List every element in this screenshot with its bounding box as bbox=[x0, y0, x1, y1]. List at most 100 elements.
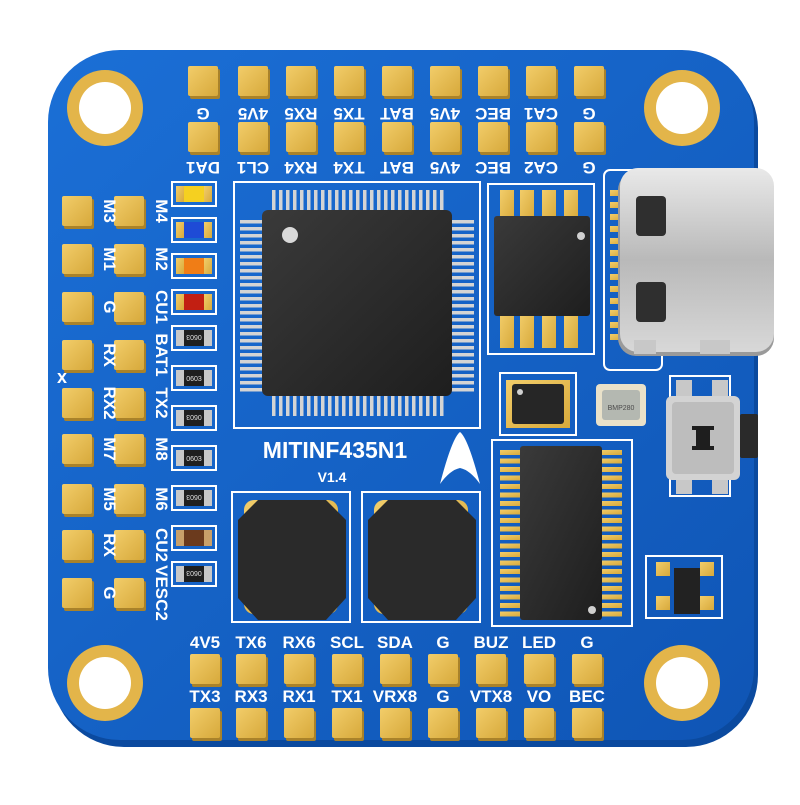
left-label-inner: CU1 bbox=[152, 290, 171, 324]
left-label-inner: TX2 bbox=[152, 387, 171, 418]
led-orange bbox=[171, 253, 217, 279]
bottom-pad-row2-3 bbox=[332, 708, 364, 741]
bottom-pad-row2-8 bbox=[572, 708, 604, 741]
left-label-outer: RX bbox=[100, 533, 119, 557]
bottom-label-row2: VO bbox=[527, 687, 552, 706]
usb-c-port-icon bbox=[603, 168, 774, 371]
bottom-pad-row2-4 bbox=[380, 708, 412, 741]
top-label-row2: BEC bbox=[475, 158, 511, 177]
bottom-label-row2: BEC bbox=[569, 687, 605, 706]
bottom-pad-row1-4 bbox=[380, 654, 412, 687]
left-label-outer: RX bbox=[100, 343, 119, 367]
bottom-pad-row2-1 bbox=[236, 708, 268, 741]
gyro-chip bbox=[499, 372, 577, 436]
left-pad-inner-2 bbox=[114, 292, 146, 325]
bottom-label-row2: G bbox=[436, 687, 449, 706]
left-pad-outer-0 bbox=[62, 196, 94, 229]
bottom-label-row2: VTX8 bbox=[470, 687, 513, 706]
left-pad-inner-4 bbox=[114, 388, 146, 421]
left-pad-inner-0 bbox=[114, 196, 146, 229]
resistor-code: 0603 bbox=[186, 569, 202, 576]
left-label-outer: M7 bbox=[100, 437, 119, 461]
top-label-row2: G bbox=[582, 158, 595, 177]
top-label-row1: 4V5 bbox=[430, 104, 460, 123]
resistor-code: 0603 bbox=[186, 456, 202, 463]
bottom-pad-row2-5 bbox=[428, 708, 460, 741]
top-pad-row2-0 bbox=[188, 122, 220, 155]
left-pad-outer-6 bbox=[62, 484, 94, 517]
board-name: MITINF435N1 bbox=[263, 437, 408, 463]
bottom-label-row2: VRX8 bbox=[373, 687, 417, 706]
left-label-inner: M2 bbox=[152, 247, 171, 271]
bottom-pad-row1-1 bbox=[236, 654, 268, 687]
led-red bbox=[171, 289, 217, 315]
top-label-row1: BEC bbox=[475, 104, 511, 123]
mounting-holes bbox=[67, 70, 720, 721]
left-label-outer: M5 bbox=[100, 487, 119, 511]
bottom-label-row1: SCL bbox=[330, 633, 364, 652]
board-version: V1.4 bbox=[318, 469, 347, 485]
bottom-label-row1: G bbox=[436, 633, 449, 652]
bottom-pad-row2-6 bbox=[476, 708, 508, 741]
left-label-outer: RX2 bbox=[100, 386, 119, 419]
pin1-marker bbox=[282, 227, 298, 243]
left-label-outer: G bbox=[100, 586, 119, 599]
mcu-chip bbox=[233, 181, 481, 429]
inductor-left bbox=[231, 491, 351, 623]
bottom-pad-row2-7 bbox=[524, 708, 556, 741]
bottom-pad-row1-8 bbox=[572, 654, 604, 687]
top-pad-row1-6 bbox=[478, 66, 510, 99]
barometer-marking: BMP280 bbox=[608, 405, 635, 412]
bottom-label-row1: SDA bbox=[377, 633, 413, 652]
bottom-pad-row2-0 bbox=[190, 708, 222, 741]
top-label-row2: TX4 bbox=[333, 158, 365, 177]
left-label-inner: BAT1 bbox=[152, 333, 171, 376]
mounting-hole-top-right bbox=[644, 70, 720, 146]
bottom-pad-row1-0 bbox=[190, 654, 222, 687]
capacitor bbox=[171, 525, 217, 551]
left-pad-outer-8 bbox=[62, 578, 94, 611]
top-pad-row2-3 bbox=[334, 122, 366, 155]
bottom-pad-row1-2 bbox=[284, 654, 316, 687]
bottom-label-row1: RX6 bbox=[282, 633, 315, 652]
top-label-row2: DA1 bbox=[186, 158, 220, 177]
top-pad-row1-7 bbox=[526, 66, 558, 99]
boot-button-icon bbox=[666, 375, 758, 497]
bottom-label-row2: RX3 bbox=[234, 687, 267, 706]
top-pad-row1-3 bbox=[334, 66, 366, 99]
mounting-hole-top-left bbox=[67, 70, 143, 146]
top-pad-row2-4 bbox=[382, 122, 414, 155]
resistor: 0603 bbox=[171, 485, 217, 511]
top-pad-row2-7 bbox=[526, 122, 558, 155]
top-pad-row2-2 bbox=[286, 122, 318, 155]
top-label-row2: CA2 bbox=[524, 158, 558, 177]
top-label-row1: TX5 bbox=[333, 104, 364, 123]
top-label-row2: 4V5 bbox=[430, 158, 460, 177]
top-label-row1: RX5 bbox=[284, 104, 317, 123]
left-mark: x bbox=[57, 367, 67, 387]
left-label-inner: M6 bbox=[152, 487, 171, 511]
left-pad-outer-4 bbox=[62, 388, 94, 421]
bottom-label-row1: G bbox=[580, 633, 593, 652]
top-label-row1: 4V5 bbox=[238, 104, 268, 123]
bottom-pad-row1-7 bbox=[524, 654, 556, 687]
osd-chip bbox=[491, 439, 633, 627]
bottom-label-row1: BUZ bbox=[474, 633, 509, 652]
bottom-pad-row1-5 bbox=[428, 654, 460, 687]
inductor-right bbox=[361, 491, 481, 623]
top-pad-row1-0 bbox=[188, 66, 220, 99]
resistor: 0603 bbox=[171, 325, 217, 351]
bottom-label-row1: 4V5 bbox=[190, 633, 220, 652]
bottom-label-row2: TX3 bbox=[189, 687, 220, 706]
resistor: 0603 bbox=[171, 365, 217, 391]
resistor: 0603 bbox=[171, 445, 217, 471]
left-label-inner: M8 bbox=[152, 437, 171, 461]
left-pad-columns: M3M1GRXRX2M7M5RXGM4M2CU1BAT1TX2M8M6CU2VE… bbox=[62, 196, 171, 621]
bottom-label-row2: TX1 bbox=[331, 687, 362, 706]
flash-chip bbox=[487, 183, 595, 355]
left-label-inner: CU2 bbox=[152, 528, 171, 562]
top-pad-row2-1 bbox=[238, 122, 270, 155]
regulator-chip bbox=[645, 555, 723, 619]
